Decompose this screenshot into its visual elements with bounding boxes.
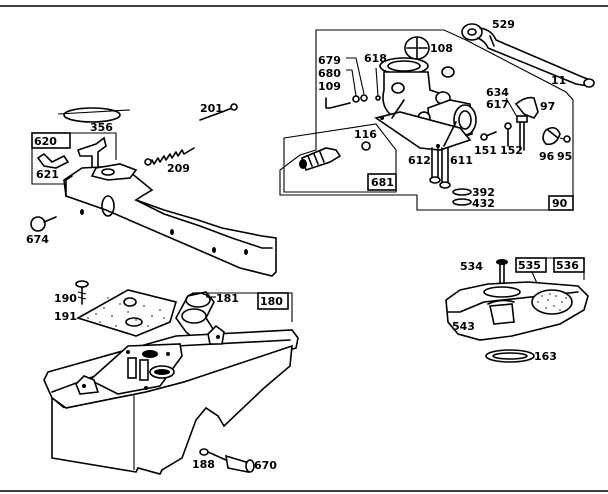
label-188: 188	[192, 458, 215, 471]
label-97: 97	[540, 100, 555, 113]
label-618: 618	[364, 52, 387, 65]
spring-152-part	[504, 122, 512, 130]
carburetor-group: 90 529 11 108 679 680 109 618	[279, 18, 595, 211]
throttle-lever-part	[514, 96, 539, 119]
fuel-tank-box-180	[257, 292, 289, 310]
air-cleaner-body	[63, 163, 277, 277]
label-392: 392	[472, 186, 495, 199]
gasket-392-part	[452, 188, 472, 196]
gasket-356-part	[63, 107, 121, 123]
label-163: 163	[534, 350, 557, 363]
gasket-432-part	[452, 198, 472, 206]
air-cleaner-box-620	[31, 132, 71, 149]
label-611: 611	[450, 154, 473, 167]
label-356: 356	[90, 121, 113, 134]
label-670: 670	[254, 459, 277, 472]
choke-shaft-part	[325, 97, 351, 109]
label-191: 191	[54, 310, 77, 323]
label-681: 681	[371, 176, 394, 189]
fuel-tank-group: 180 190 191	[43, 280, 299, 475]
label-151: 151	[474, 144, 497, 157]
air-cleaner-group: 356 201 209 620 621	[26, 102, 277, 277]
link-201-part	[199, 107, 233, 121]
fuel-line-part	[461, 23, 595, 88]
label-96: 96	[539, 150, 555, 163]
screw-674-part	[30, 216, 57, 232]
label-432: 432	[472, 197, 495, 210]
fuel-tank-body	[43, 324, 299, 475]
label-674: 674	[26, 233, 49, 246]
carburetor-box-90	[548, 195, 574, 211]
label-152: 152	[500, 144, 523, 157]
carburetor-group-outline	[279, 29, 574, 211]
label-201: 201	[200, 102, 223, 115]
screw-151-part	[485, 131, 497, 137]
screw-95-part	[563, 135, 571, 143]
label-95: 95	[557, 150, 572, 163]
label-11: 11	[551, 74, 566, 87]
spring-209-part	[147, 147, 195, 165]
label-543: 543	[452, 320, 475, 333]
label-536: 536	[556, 259, 579, 272]
foam-element-part	[531, 289, 573, 315]
label-190: 190	[54, 292, 77, 305]
inlet-needle-part	[299, 147, 342, 172]
seat-116-part	[361, 141, 371, 151]
idle-screw-part	[516, 115, 528, 151]
air-cleaner-cartridge-group: 534 535 536 543 163	[445, 257, 589, 363]
label-209: 209	[167, 162, 190, 175]
label-108: 108	[430, 42, 453, 55]
fuel-tank-group-outline	[192, 292, 293, 322]
carburetor-kit-outline	[283, 123, 397, 193]
carburetor-kit-box-681	[367, 173, 397, 191]
label-634: 634	[486, 86, 509, 99]
mounting-screws-part	[429, 147, 451, 189]
label-180: 180	[260, 295, 283, 308]
box-536	[553, 257, 585, 273]
choke-arm-part	[76, 136, 107, 171]
fuel-filter-part	[199, 448, 255, 474]
throttle-plate-part	[542, 126, 561, 146]
label-612: 612	[408, 154, 431, 167]
carburetor-body	[374, 57, 477, 151]
screw-190-part	[75, 280, 89, 305]
label-680: 680	[318, 67, 341, 80]
label-181: 181	[216, 292, 239, 305]
label-534: 534	[460, 260, 483, 273]
label-620: 620	[34, 135, 57, 148]
label-90: 90	[552, 197, 568, 210]
gasket-191-part	[75, 289, 178, 337]
label-679: 679	[318, 54, 341, 67]
box-535	[515, 257, 547, 273]
gasket-191-texture	[87, 297, 165, 327]
label-529: 529	[492, 18, 515, 31]
label-535: 535	[518, 259, 541, 272]
label-617: 617	[486, 98, 509, 111]
choke-lever-621-part	[36, 152, 70, 169]
label-116: 116	[354, 128, 377, 141]
label-109: 109	[318, 80, 341, 93]
label-621: 621	[36, 168, 59, 181]
choke-plate-part	[404, 36, 430, 60]
